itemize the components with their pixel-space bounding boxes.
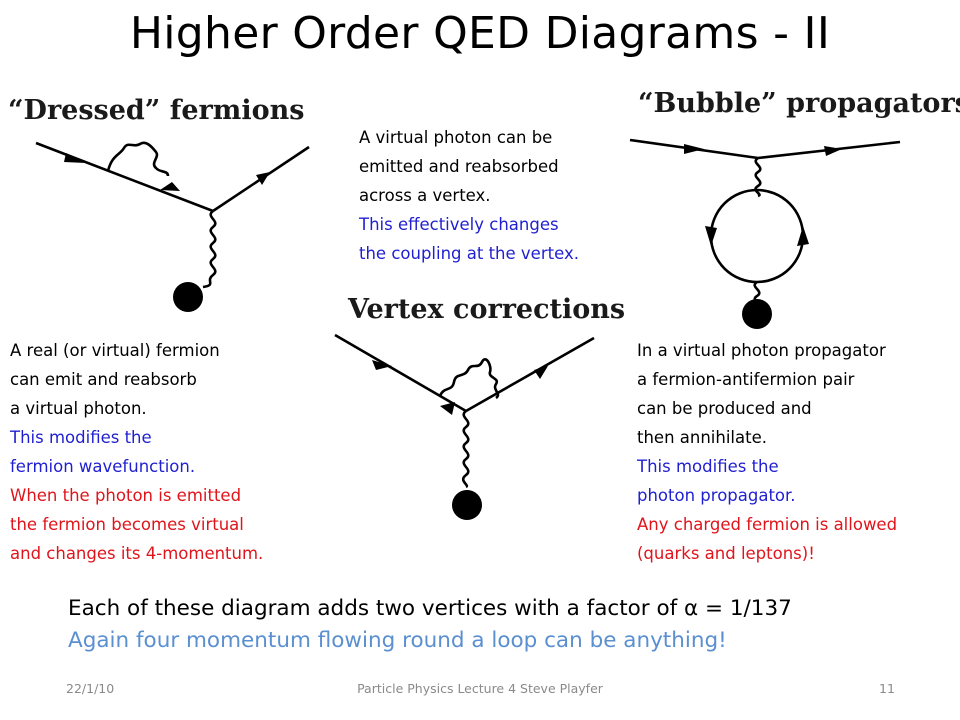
vertex-note-line: the coupling at the vertex. [359,244,579,263]
bubble-propagators-label: “Bubble” propagators [638,88,960,119]
bubble-note-line: can be produced and [637,399,812,418]
dressed-note-line: This modifies the [10,428,152,447]
bubble-propagator-explanation: In a virtual photon propagator a fermion… [637,336,897,568]
bubble-note-line: (quarks and leptons)! [637,544,815,563]
bubble-note-line: This modifies the [637,457,779,476]
vertex-note-line: across a vertex. [359,186,491,205]
dressed-note-line: fermion wavefunction. [10,457,196,476]
dressed-fermions-label: “Dressed” fermions [8,95,305,126]
dressed-note-line: and changes its 4-momentum. [10,544,264,563]
dressed-note-line: the fermion becomes virtual [10,515,244,534]
bubble-note-line: then annihilate. [637,428,767,447]
dressed-fermion-explanation: A real (or virtual) fermion can emit and… [10,336,263,568]
slide-title: Higher Order QED Diagrams - II [129,8,831,59]
vertex-corrections-label: Vertex corrections [348,294,626,325]
footer-course: Particle Physics Lecture 4 Steve Playfer [357,681,603,696]
vertex-correction-explanation: A virtual photon can be emitted and reab… [359,123,579,268]
vertex-note-line: A virtual photon can be [359,128,553,147]
summary-vertex-factor: Each of these diagram adds two vertices … [68,596,792,621]
vertex-note-line: This effectively changes [359,215,559,234]
bubble-note-line: a fermion-antifermion pair [637,370,855,389]
bubble-note-line: Any charged fermion is allowed [637,515,898,534]
footer-date: 22/1/10 [66,681,115,696]
bubble-note-line: photon propagator. [637,486,796,505]
dressed-note-line: When the photon is emitted [10,486,242,505]
dressed-note-line: a virtual photon. [10,399,147,418]
dressed-note-line: A real (or virtual) fermion [10,341,220,360]
dressed-note-line: can emit and reabsorb [10,370,197,389]
bubble-note-line: In a virtual photon propagator [637,341,886,360]
footer-page-number: 11 [879,681,895,696]
vertex-note-line: emitted and reabsorbed [359,157,559,176]
summary-loop-momentum: Again four momentum flowing round a loop… [68,628,727,653]
